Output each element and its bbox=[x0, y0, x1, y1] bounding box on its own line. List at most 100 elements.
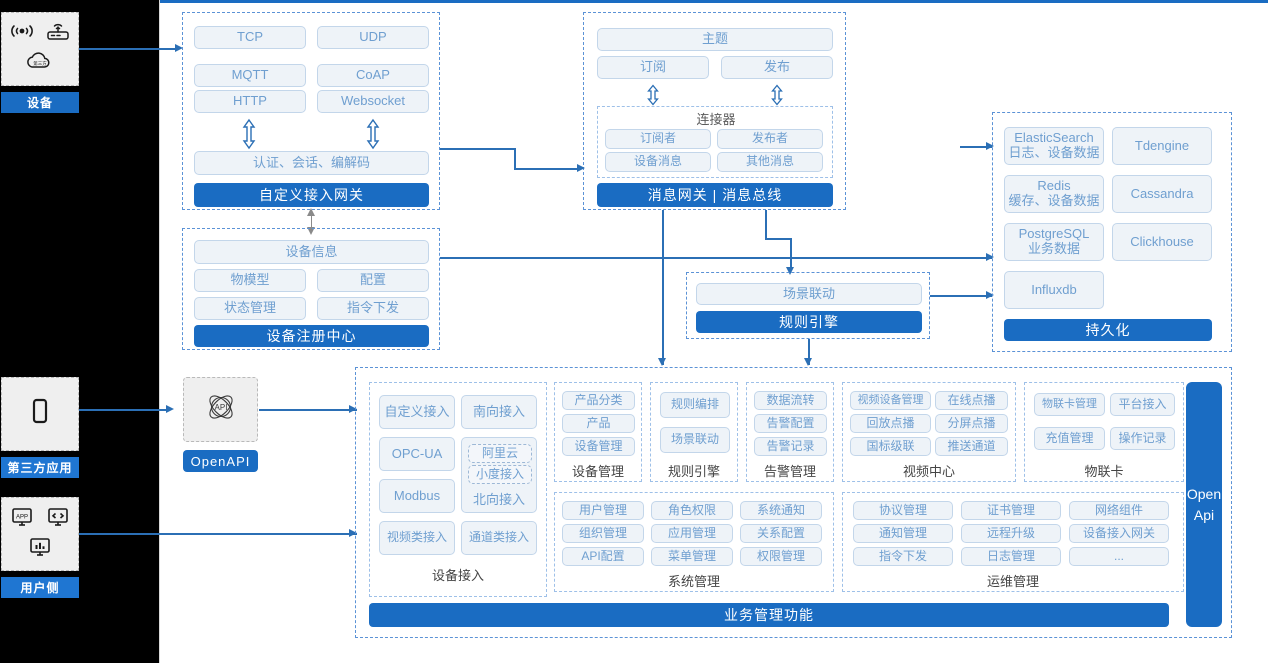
connector-other-message[interactable]: 其他消息 bbox=[717, 152, 823, 172]
dm-product-category[interactable]: 产品分类 bbox=[562, 391, 635, 410]
vc-playback-vod[interactable]: 回放点播 bbox=[850, 414, 931, 433]
vc-gb-cascade[interactable]: 国标级联 bbox=[850, 437, 931, 456]
persistence-title[interactable]: 持久化 bbox=[1004, 319, 1212, 341]
da-opc-ua[interactable]: OPC-UA bbox=[379, 437, 455, 471]
protocol-coap[interactable]: CoAP bbox=[317, 64, 429, 87]
sm-role-permission[interactable]: 角色权限 bbox=[651, 501, 733, 520]
message-gateway-title[interactable]: 消息网关 | 消息总线 bbox=[597, 183, 833, 207]
store-cassandra[interactable]: Cassandra bbox=[1112, 175, 1212, 213]
state-mgmt-chip[interactable]: 状态管理 bbox=[194, 297, 306, 320]
dm-product[interactable]: 产品 bbox=[562, 414, 635, 433]
svg-text:第三方: 第三方 bbox=[33, 60, 47, 67]
om-cert-mgmt[interactable]: 证书管理 bbox=[961, 501, 1061, 520]
arrow-user-to-business-line bbox=[79, 533, 357, 535]
om-more[interactable]: ... bbox=[1069, 547, 1169, 566]
da-xiaodu[interactable]: 小度接入 bbox=[468, 465, 532, 484]
sm-app-mgmt[interactable]: 应用管理 bbox=[651, 524, 733, 543]
openapi-side-bar[interactable]: Open Api bbox=[1186, 382, 1222, 627]
om-command-dispatch[interactable]: 指令下发 bbox=[853, 547, 953, 566]
registry-to-persistence-head bbox=[986, 253, 994, 261]
connector-device-message[interactable]: 设备消息 bbox=[605, 152, 711, 172]
store-influxdb[interactable]: Influxdb bbox=[1004, 271, 1104, 309]
da-north-access-group[interactable]: 阿里云 小度接入 北向接入 bbox=[461, 437, 537, 513]
connector-subscriber[interactable]: 订阅者 bbox=[605, 129, 711, 149]
da-custom-access[interactable]: 自定义接入 bbox=[379, 395, 455, 429]
actor-third-party-iconbox bbox=[1, 377, 79, 451]
gw-to-msg-head bbox=[577, 164, 585, 172]
ic-card-mgmt[interactable]: 物联卡管理 bbox=[1034, 393, 1105, 416]
sm-user-mgmt[interactable]: 用户管理 bbox=[562, 501, 644, 520]
msg-to-business-line bbox=[662, 210, 664, 365]
app-window-icon: APP bbox=[10, 506, 34, 533]
store-tdengine[interactable]: Tdengine bbox=[1112, 127, 1212, 165]
gw-to-msg-seg1 bbox=[440, 148, 515, 150]
device-info-chip[interactable]: 设备信息 bbox=[194, 240, 429, 264]
sm-relation-config[interactable]: 关系配置 bbox=[740, 524, 822, 543]
ic-platform-access[interactable]: 平台接入 bbox=[1110, 393, 1175, 416]
om-notice-mgmt[interactable]: 通知管理 bbox=[853, 524, 953, 543]
sm-org-mgmt[interactable]: 组织管理 bbox=[562, 524, 644, 543]
da-modbus[interactable]: Modbus bbox=[379, 479, 455, 513]
config-chip[interactable]: 配置 bbox=[317, 269, 429, 292]
sm-permission-mgmt[interactable]: 权限管理 bbox=[740, 547, 822, 566]
rule-engine-group: 场景联动 规则引擎 bbox=[686, 272, 930, 339]
store-redis[interactable]: Redis 缓存、设备数据 bbox=[1004, 175, 1104, 213]
dm-device-mgmt[interactable]: 设备管理 bbox=[562, 437, 635, 456]
protocol-http[interactable]: HTTP bbox=[194, 90, 306, 113]
re-rule-orchestration[interactable]: 规则编排 bbox=[660, 392, 730, 418]
connector-title: 连接器 bbox=[696, 111, 736, 127]
protocol-udp[interactable]: UDP bbox=[317, 26, 429, 49]
vc-split-screen-vod[interactable]: 分屏点播 bbox=[935, 414, 1008, 433]
protocol-websocket[interactable]: Websocket bbox=[317, 90, 429, 113]
da-channel-access[interactable]: 通道类接入 bbox=[461, 521, 537, 555]
ic-recharge-mgmt[interactable]: 充值管理 bbox=[1034, 427, 1105, 450]
da-south-access[interactable]: 南向接入 bbox=[461, 395, 537, 429]
om-network-component[interactable]: 网络组件 bbox=[1069, 501, 1169, 520]
sm-system-notice[interactable]: 系统通知 bbox=[740, 501, 822, 520]
protocol-mqtt[interactable]: MQTT bbox=[194, 64, 306, 87]
actor-user-label: 用户侧 bbox=[1, 577, 79, 598]
command-dispatch-chip[interactable]: 指令下发 bbox=[317, 297, 429, 320]
am-alarm-config[interactable]: 告警配置 bbox=[754, 414, 827, 433]
re-scene-linkage[interactable]: 场景联动 bbox=[660, 427, 730, 453]
store-elasticsearch-name: ElasticSearch bbox=[1014, 130, 1094, 146]
vc-video-device-mgmt[interactable]: 视频设备管理 bbox=[850, 391, 931, 410]
am-data-flow[interactable]: 数据流转 bbox=[754, 391, 827, 410]
openapi-label[interactable]: OpenAPI bbox=[183, 450, 258, 472]
ic-operation-log[interactable]: 操作记录 bbox=[1110, 427, 1175, 450]
da-video-access[interactable]: 视频类接入 bbox=[379, 521, 455, 555]
auth-session-codec[interactable]: 认证、会话、编解码 bbox=[194, 151, 429, 175]
vc-live-vod[interactable]: 在线点播 bbox=[935, 391, 1008, 410]
da-aliyun[interactable]: 阿里云 bbox=[468, 444, 532, 463]
vc-push-channel[interactable]: 推送通道 bbox=[935, 437, 1008, 456]
store-postgresql[interactable]: PostgreSQL 业务数据 bbox=[1004, 223, 1104, 261]
actor-third-party-app: 第三方应用 bbox=[1, 377, 79, 478]
openapi-iconbox: API bbox=[183, 377, 258, 442]
rule-engine-title[interactable]: 规则引擎 bbox=[696, 311, 922, 333]
access-gateway-title[interactable]: 自定义接入网关 bbox=[194, 183, 429, 207]
sm-api-config[interactable]: API配置 bbox=[562, 547, 644, 566]
am-alarm-record[interactable]: 告警记录 bbox=[754, 437, 827, 456]
thing-model-chip[interactable]: 物模型 bbox=[194, 269, 306, 292]
sm-menu-mgmt[interactable]: 菜单管理 bbox=[651, 547, 733, 566]
device-registry-title[interactable]: 设备注册中心 bbox=[194, 325, 429, 347]
scene-linkage-chip[interactable]: 场景联动 bbox=[696, 283, 922, 305]
store-elasticsearch[interactable]: ElasticSearch 日志、设备数据 bbox=[1004, 127, 1104, 165]
openapi-side-bar-line2: Api bbox=[1193, 506, 1215, 523]
protocol-tcp[interactable]: TCP bbox=[194, 26, 306, 49]
om-device-access-gw[interactable]: 设备接入网关 bbox=[1069, 524, 1169, 543]
om-protocol-mgmt[interactable]: 协议管理 bbox=[853, 501, 953, 520]
group-system-mgmt-caption: 系统管理 bbox=[667, 574, 720, 589]
da-north-access-label: 北向接入 bbox=[472, 492, 525, 508]
publish-chip[interactable]: 发布 bbox=[721, 56, 833, 79]
group-alarm-mgmt: 数据流转 告警配置 告警记录 告警管理 bbox=[746, 382, 834, 482]
connector-publisher[interactable]: 发布者 bbox=[717, 129, 823, 149]
om-log-mgmt[interactable]: 日志管理 bbox=[961, 547, 1061, 566]
business-title-bar[interactable]: 业务管理功能 bbox=[369, 603, 1169, 627]
topic-chip[interactable]: 主题 bbox=[597, 28, 833, 51]
updown-arrow-subscribe-icon bbox=[646, 84, 660, 111]
store-postgresql-name: PostgreSQL bbox=[1018, 226, 1090, 242]
subscribe-chip[interactable]: 订阅 bbox=[597, 56, 709, 79]
om-remote-upgrade[interactable]: 远程升级 bbox=[961, 524, 1061, 543]
store-clickhouse[interactable]: Clickhouse bbox=[1112, 223, 1212, 261]
